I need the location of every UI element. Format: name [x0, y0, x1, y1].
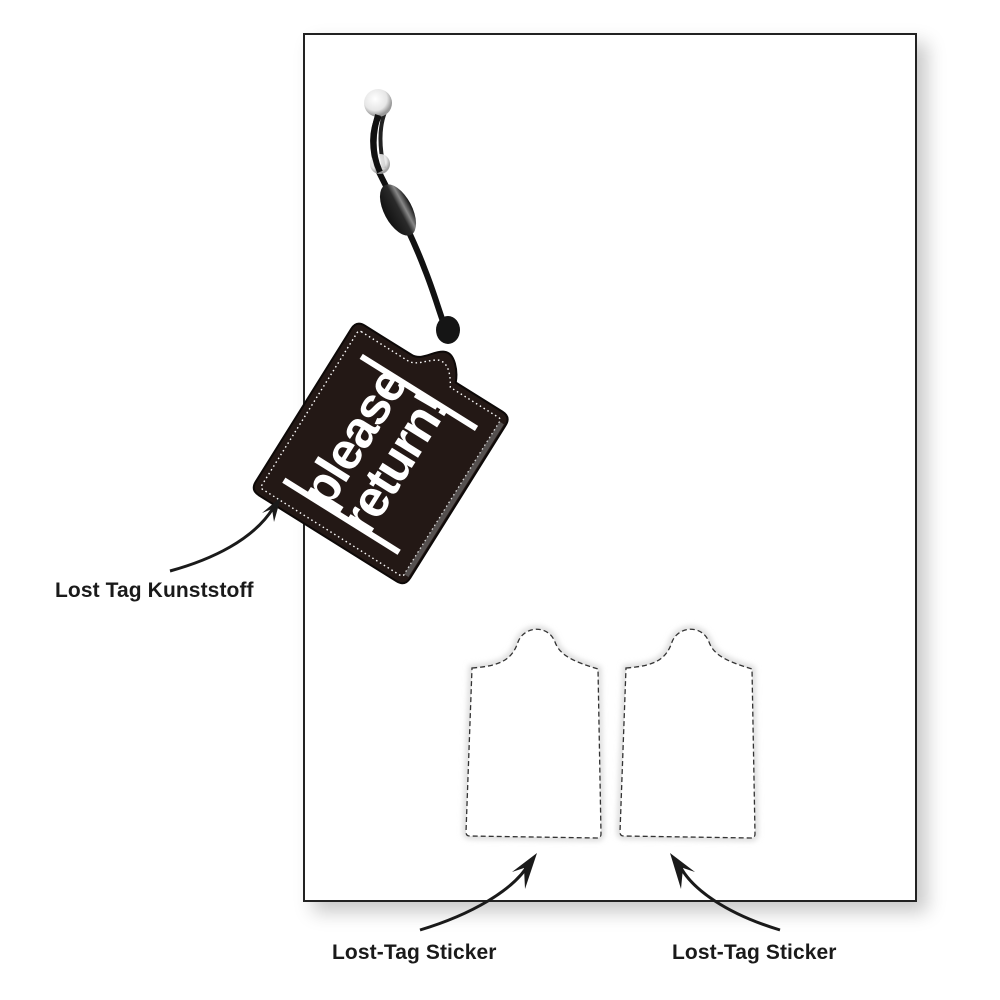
label-sticker-left: Lost-Tag Sticker	[332, 941, 497, 964]
arrowhead-icon	[262, 497, 281, 522]
lost-tag-kunststoff: please return!	[252, 322, 509, 585]
arrowhead-icon	[512, 853, 537, 889]
tag-cord	[364, 89, 460, 344]
sticker-left	[462, 626, 605, 842]
arrow-sticker-left	[419, 853, 537, 932]
black-slider-bead	[379, 184, 417, 236]
label-lost-tag-kunststoff: Lost Tag Kunststoff	[55, 579, 254, 602]
sticker-right	[616, 626, 759, 842]
arrow-tag	[169, 497, 281, 573]
pearl-bead-top	[364, 89, 392, 117]
arrow-sticker-right	[670, 853, 781, 932]
arrowhead-icon	[670, 853, 695, 889]
label-sticker-right: Lost-Tag Sticker	[672, 941, 837, 964]
